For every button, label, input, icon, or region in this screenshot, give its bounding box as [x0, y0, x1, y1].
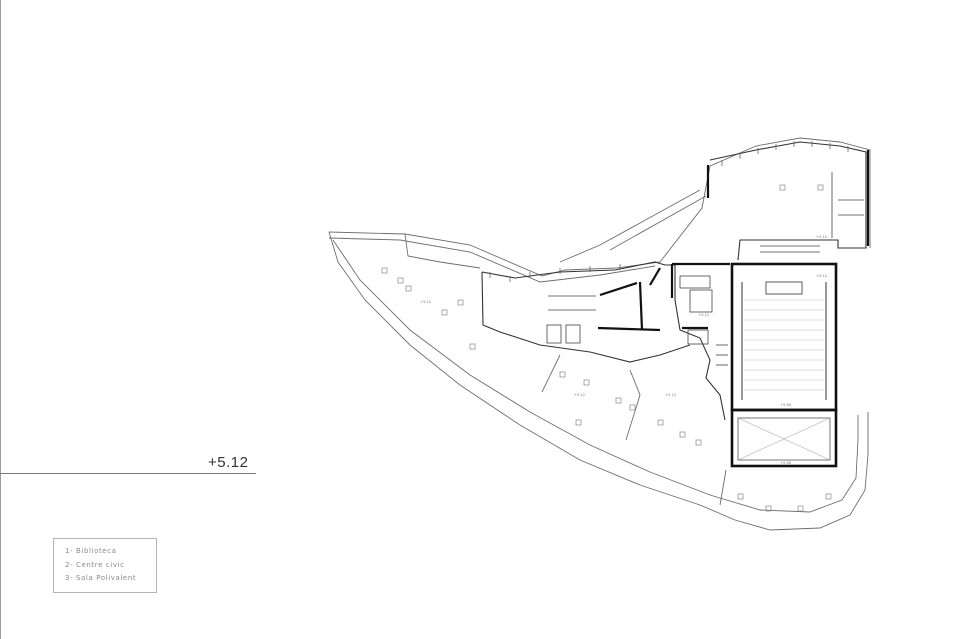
railing-posts [489, 141, 849, 282]
legend-item: 3- Sala Polivalent [65, 574, 137, 582]
terrace-planters [381, 184, 832, 512]
room-label: +5.12 [665, 393, 676, 397]
legend-item: 2- Centre civic [65, 560, 125, 569]
site-outline [328, 137, 871, 531]
sala-polivalent [730, 262, 838, 468]
room-label: +5.12 [574, 393, 585, 397]
room-label: +5.80 [780, 403, 792, 407]
room-level-labels: +5.12 +5.12 +5.12 +5.12 +5.12 +5.12 +5.8… [420, 235, 827, 465]
vertical-frame-line [0, 0, 1, 639]
room-label: +5.12 [420, 300, 431, 304]
level-rule [0, 473, 256, 474]
level-label: +5.12 [208, 454, 249, 471]
seating-rows [744, 299, 824, 391]
room-label: +5.80 [780, 461, 792, 465]
interior-partitions [546, 172, 864, 366]
room-label: +5.12 [816, 235, 827, 239]
structural-walls [597, 150, 870, 332]
room-label: +5.12 [698, 313, 709, 317]
legend-box: 1- Biblioteca 2- Centre civic 3- Sala Po… [53, 538, 157, 593]
room-label: +5.12 [816, 274, 827, 278]
legend-item: 1- Biblioteca [65, 547, 117, 555]
building-outline [481, 141, 867, 421]
